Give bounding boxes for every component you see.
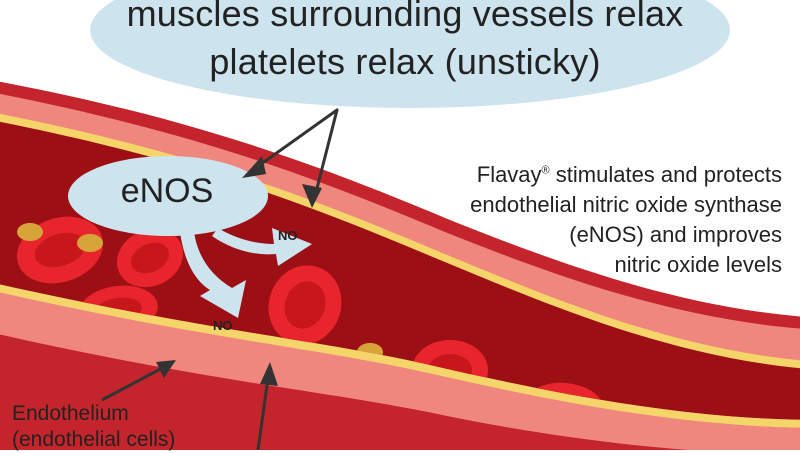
platelet	[77, 234, 103, 252]
arrowhead-icon	[242, 156, 266, 178]
effect-line-platelets: platelets relax (unsticky)	[209, 41, 601, 82]
red-blood-cell	[116, 228, 184, 288]
no-label-right: NO	[278, 228, 298, 243]
endothelium-label: Endothelium (endothelial cells)	[12, 401, 272, 453]
no-arrow-down-icon	[180, 232, 246, 318]
enos-bubble	[68, 156, 268, 236]
effect-arrows	[248, 108, 339, 202]
arrowhead-icon	[302, 184, 322, 208]
registered-mark: ®	[541, 164, 550, 177]
description-line-2: endothelial nitric oxide synthase	[470, 192, 782, 217]
flavay-description: Flavay® stimulates and protects endothel…	[362, 160, 782, 280]
description-line-1-rest: stimulates and protects	[549, 162, 782, 187]
description-line-3: (eNOS) and improves	[569, 222, 782, 247]
effect-bubble	[90, 0, 730, 108]
description-line-1: Flavay® stimulates and protects	[362, 160, 782, 190]
arrowhead-icon	[156, 360, 176, 378]
brand-name: Flavay	[476, 162, 542, 187]
endothelium-subtitle: (endothelial cells)	[12, 428, 176, 451]
no-label-down: NO	[213, 318, 233, 333]
no-arrow-right-icon	[212, 228, 312, 266]
platelet	[17, 223, 43, 241]
arrowhead-icon	[260, 362, 278, 386]
effect-line-muscles: muscles surrounding vessels relax	[126, 0, 684, 34]
description-line-4: nitric oxide levels	[614, 252, 782, 277]
vessel-outer-lower	[0, 334, 690, 450]
enos-label: eNOS	[120, 172, 214, 210]
endothelium-pointer	[101, 364, 167, 402]
endothelium-upper	[0, 113, 800, 369]
platelet-pointer	[256, 377, 270, 450]
red-blood-cell	[268, 265, 342, 345]
endothelium-title: Endothelium	[12, 402, 129, 425]
